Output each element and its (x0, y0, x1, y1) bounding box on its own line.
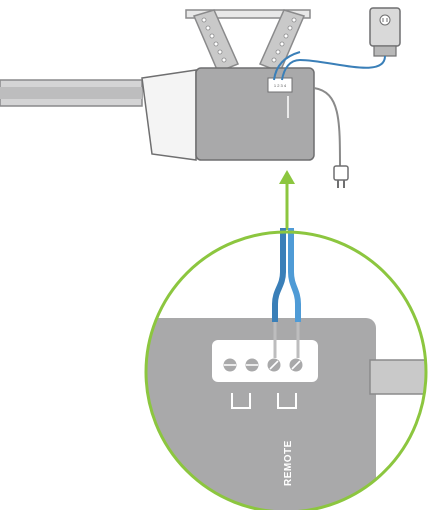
opener-unit: 1 2 3 4 (141, 67, 315, 161)
terminal-bracket-left (231, 393, 251, 409)
remote-wires (272, 228, 301, 358)
magnifier-outline (144, 230, 428, 510)
opener-terminal-label: 1 2 3 4 (274, 83, 287, 88)
power-cord (313, 87, 349, 188)
terminal-bracket-right (277, 393, 297, 409)
up-arrow-icon (279, 170, 295, 230)
adapter-cable-return (273, 51, 301, 81)
terminal-block (212, 340, 318, 382)
wall-adapter-icon (369, 7, 401, 57)
power-plug-icon (333, 165, 349, 188)
detail-magnifier: REMOTE (144, 228, 428, 510)
adapter-cable (281, 55, 386, 81)
remote-terminal-label: REMOTE (283, 440, 294, 486)
terminal-screws (223, 358, 303, 372)
opener-terminal-block (267, 77, 293, 93)
rail-close-up (369, 359, 426, 395)
garage-rail (0, 79, 143, 107)
